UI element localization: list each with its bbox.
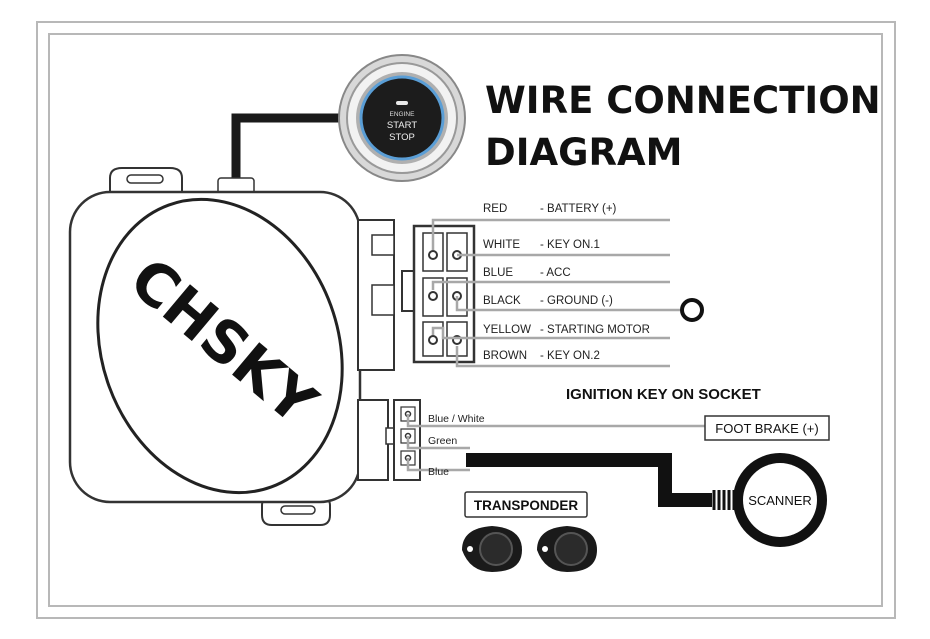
ground-ring-icon — [680, 298, 704, 322]
main-wires — [431, 218, 680, 368]
transponder-box — [464, 491, 588, 518]
wire-blue-color: BLUE — [483, 267, 513, 279]
socket-connector — [385, 399, 421, 481]
foot-brake-label: FOOT BRAKE (+) — [715, 421, 818, 436]
socket-title: IGNITION KEY ON SOCKET — [566, 386, 761, 403]
start-stop-button-icon — [338, 54, 466, 182]
inner-frame — [48, 33, 883, 607]
wire-blue-function: - ACC — [540, 267, 571, 279]
transponder-fob-icon — [537, 526, 597, 572]
socket-wire-label-1: Blue / White — [428, 413, 485, 425]
scanner-cable-coil — [712, 490, 736, 510]
wire-yellow-function: - STARTING MOTOR — [540, 324, 650, 336]
wire-yellow-color: YELLOW — [483, 324, 531, 336]
foot-brake-box — [704, 415, 830, 441]
button-stop-label: STOP — [389, 132, 415, 143]
scanner-label: SCANNER — [748, 493, 812, 508]
transponder-fob-icon — [462, 526, 522, 572]
diagram-title-line2: DIAGRAM — [485, 131, 682, 174]
button-cable — [231, 113, 345, 190]
socket-wires — [406, 414, 708, 472]
transponder-label: TRANSPONDER — [474, 498, 579, 513]
outer-frame — [36, 21, 896, 619]
wire-white-function: - KEY ON.1 — [540, 239, 600, 251]
wire-brown-color: BROWN — [483, 350, 527, 362]
wire-black-color: BLACK — [483, 295, 521, 307]
scanner-cable — [466, 453, 712, 507]
main-connector — [401, 224, 476, 364]
wire-red-function: - BATTERY (+) — [540, 203, 617, 215]
wire-black-function: - GROUND (-) — [540, 295, 613, 307]
wire-brown-function: - KEY ON.2 — [540, 350, 600, 362]
control-module — [68, 167, 395, 526]
wire-white-color: WHITE — [483, 239, 520, 251]
socket-wire-label-2: Green — [428, 435, 457, 447]
diagram-title-line1: WIRE CONNECTION — [485, 79, 881, 122]
button-engine-label: ENGINE — [390, 111, 416, 118]
socket-wire-label-3: Blue — [428, 466, 449, 478]
wire-red-color: RED — [483, 203, 507, 215]
button-start-label: START — [387, 120, 417, 131]
